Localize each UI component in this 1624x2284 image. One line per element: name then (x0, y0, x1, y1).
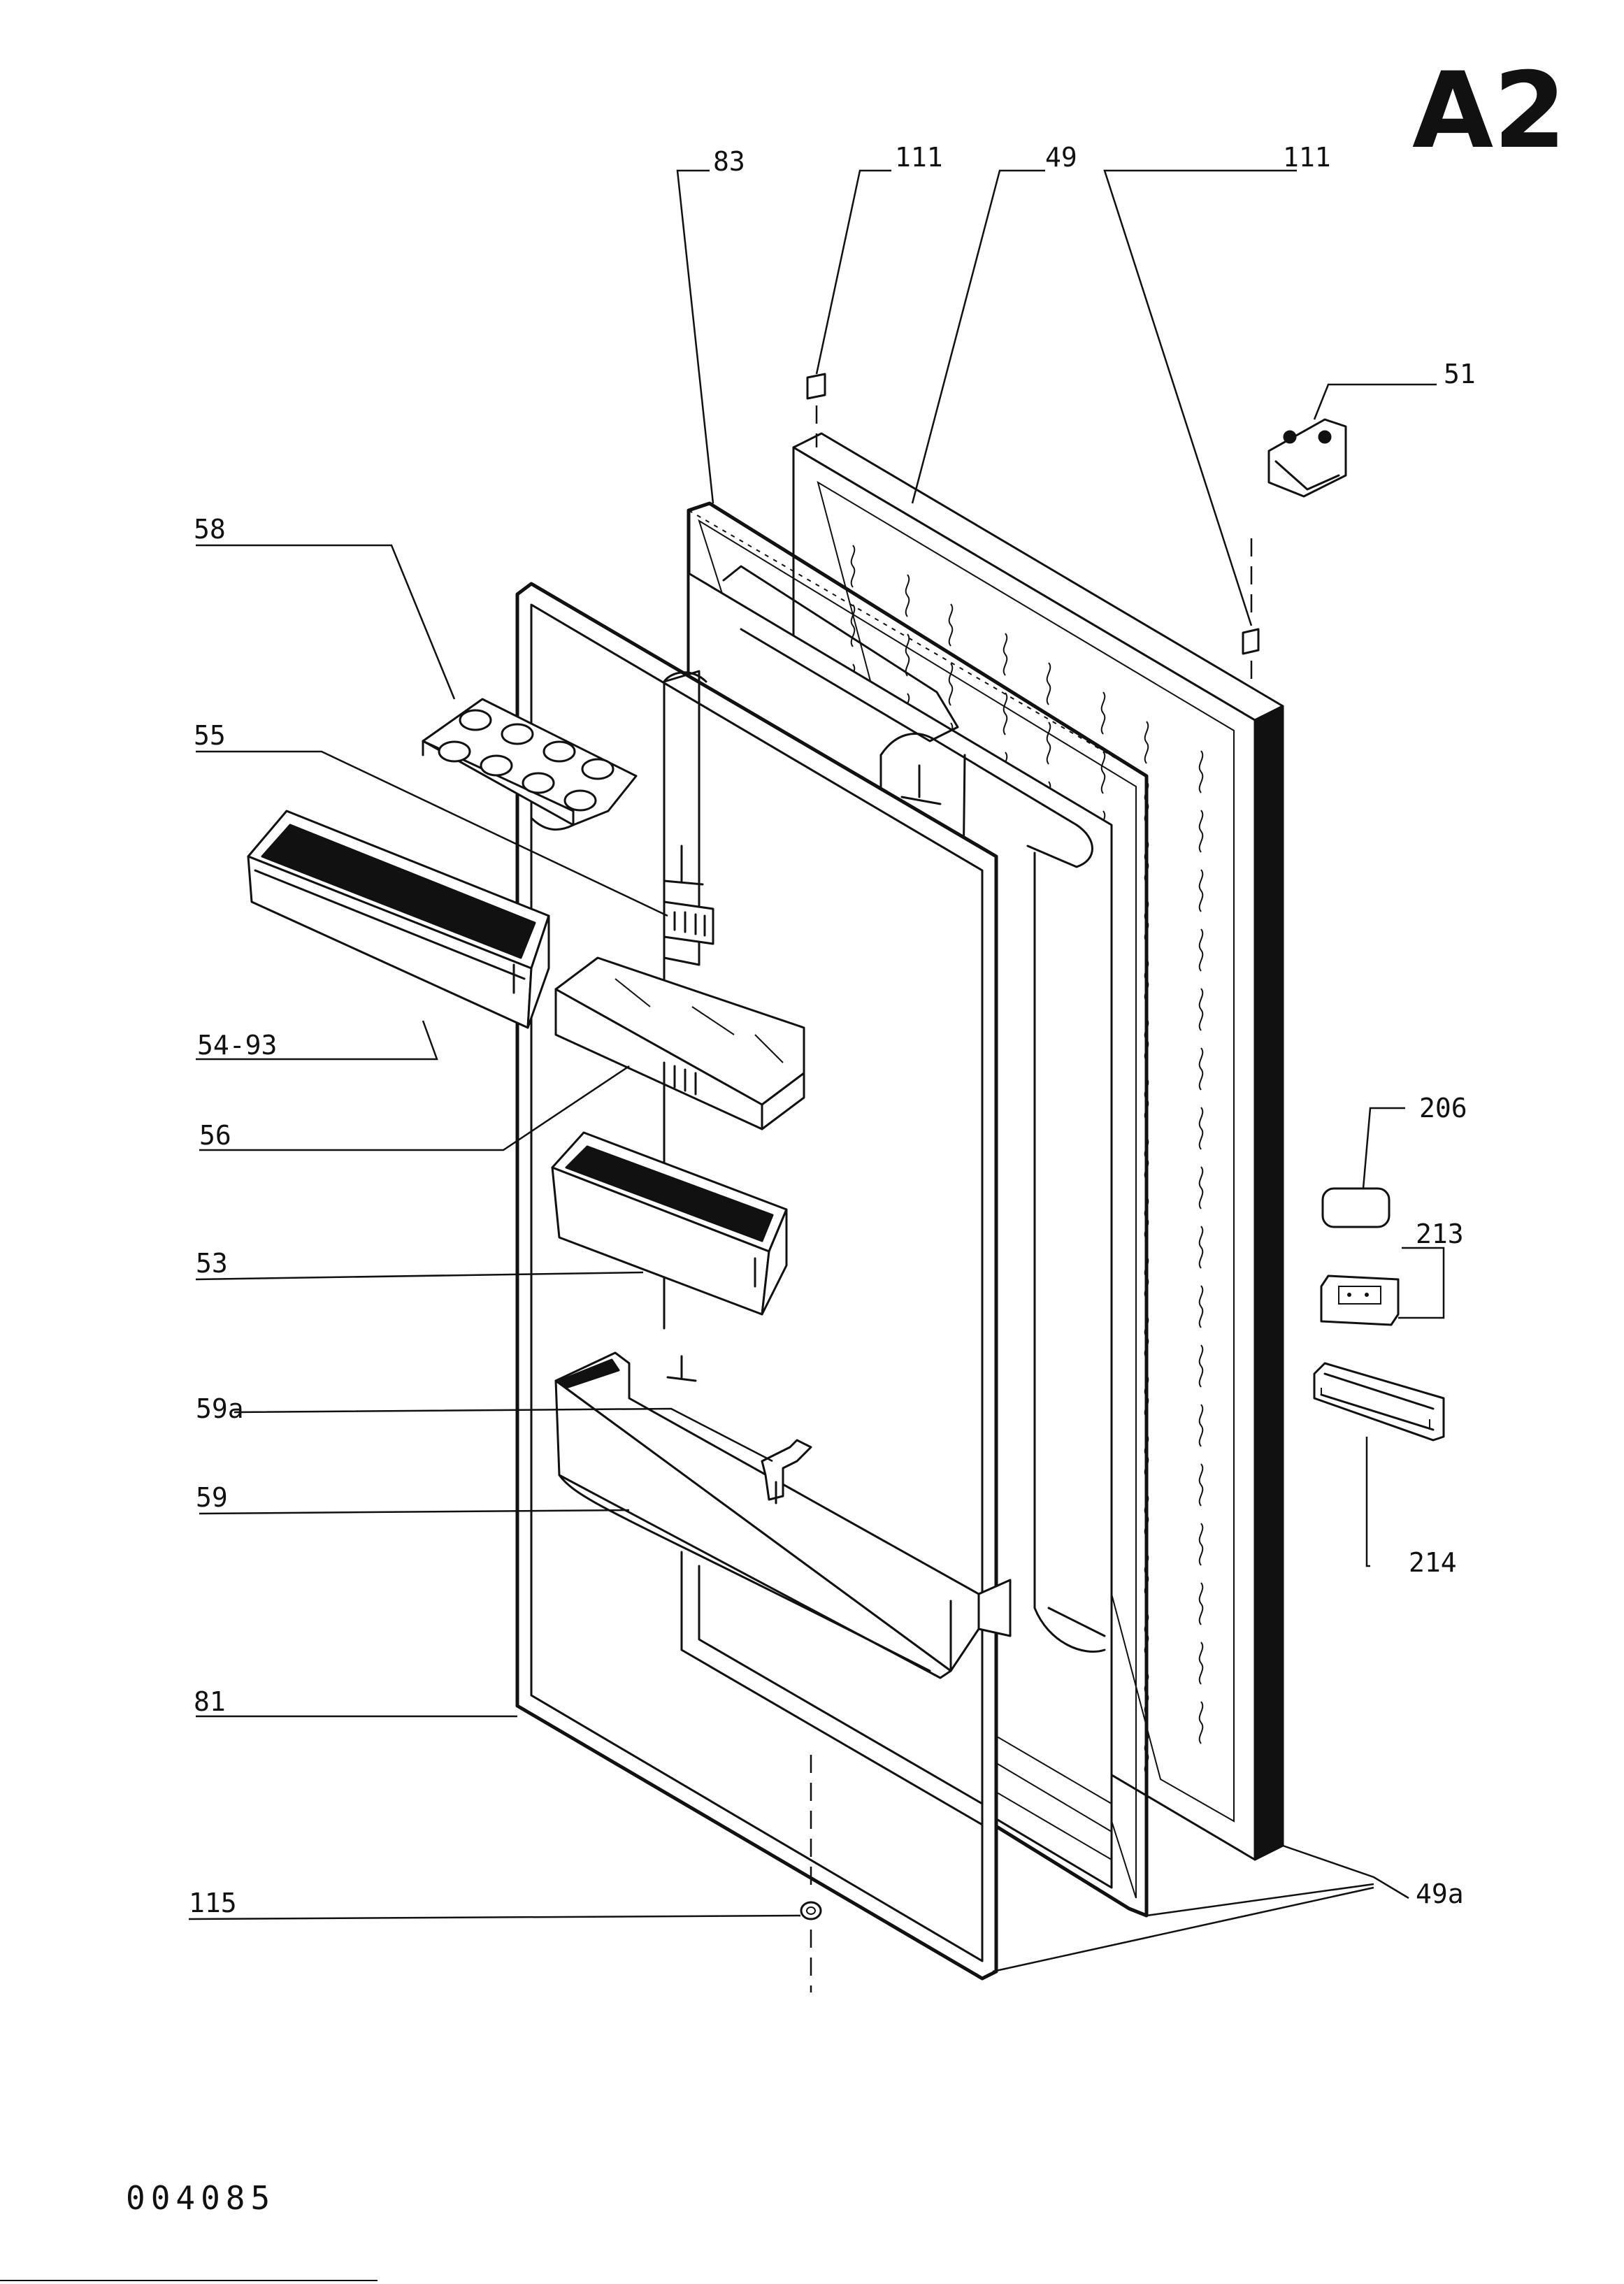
egg-holes (438, 709, 615, 812)
document-number: 004085 (126, 2179, 275, 2217)
insulation-squiggle (1198, 1344, 1204, 1388)
screw-top-left (806, 373, 826, 447)
insulation-squiggle (905, 574, 910, 617)
label-213: 213 (1416, 1219, 1464, 1249)
insulation-squiggle (1198, 1582, 1204, 1625)
bottle-shelf (247, 810, 550, 1029)
insulation-squiggle (1198, 1107, 1204, 1150)
insulation-squiggle (1198, 750, 1204, 793)
insulation-squiggle (1198, 1701, 1204, 1744)
label-49a: 49a (1416, 1879, 1464, 1909)
label-111-left: 111 (895, 142, 943, 173)
insulation-squiggle (1198, 1404, 1204, 1447)
label-54-93: 54-93 (197, 1030, 277, 1061)
insulation-squiggle (1046, 721, 1051, 765)
insulation-squiggle (1198, 1463, 1204, 1507)
label-81: 81 (194, 1686, 226, 1717)
screw-top-right (1242, 538, 1260, 685)
insulation-squiggle (1100, 691, 1106, 735)
sheet-label: A2 (1412, 50, 1566, 172)
insulation-squiggle (905, 633, 910, 677)
insulation-squiggle (1100, 751, 1106, 794)
label-49: 49 (1045, 142, 1077, 173)
insulation-squiggle (1144, 721, 1149, 764)
insulation-squiggle (1198, 1047, 1204, 1091)
label-206: 206 (1419, 1093, 1467, 1123)
hinge-cover (1267, 418, 1347, 498)
label-51: 51 (1444, 359, 1476, 389)
small-door-bin (551, 1131, 788, 1316)
egg-hole (522, 772, 555, 794)
egg-hole (480, 754, 513, 777)
label-55: 55 (194, 720, 226, 751)
insulation-squiggle (850, 604, 856, 647)
insulation-squiggle (1003, 692, 1008, 735)
egg-hole (459, 709, 492, 731)
egg-hole (563, 789, 597, 812)
lens-cover (1321, 1187, 1391, 1228)
insulation-squiggle (1046, 662, 1051, 705)
label-59: 59 (196, 1482, 228, 1513)
insulation-squiggle (1198, 1166, 1204, 1209)
insulation-squiggle (1198, 1523, 1204, 1566)
label-56: 56 (199, 1120, 231, 1151)
egg-hole (542, 740, 576, 763)
dairy-compartment (554, 956, 805, 1130)
insulation-squiggle (1198, 928, 1204, 972)
label-53: 53 (196, 1248, 228, 1279)
insulation-squiggle (1198, 810, 1204, 853)
insulation-squiggle (1198, 988, 1204, 1031)
leader-lines (188, 169, 1445, 1973)
insulation-squiggle (850, 545, 856, 588)
label-83: 83 (713, 146, 745, 177)
insulation-squiggle (1003, 633, 1008, 676)
insulation-squiggle (1198, 869, 1204, 912)
insulation-squiggle (948, 603, 954, 647)
insulation-squiggle (1198, 1285, 1204, 1328)
label-58: 58 (194, 514, 226, 545)
insulation-squiggle (1198, 1226, 1204, 1269)
egg-hole (501, 723, 534, 745)
label-59a: 59a (196, 1393, 244, 1424)
label-214: 214 (1409, 1547, 1457, 1578)
egg-hole (581, 758, 615, 780)
egg-hole (438, 740, 471, 763)
egg-tray (422, 698, 638, 831)
butter-dish (663, 900, 714, 945)
insulation-squiggle (948, 663, 954, 706)
bottom-door-shelf (554, 1351, 1012, 1679)
bottom-bush (800, 1755, 822, 1992)
label-111-right: 111 (1283, 142, 1331, 173)
door-handle-strip (1313, 1362, 1445, 1442)
control-panel-cover (1320, 1274, 1400, 1326)
insulation-squiggle (1198, 1642, 1204, 1685)
shelf-clip (761, 1439, 812, 1504)
label-115: 115 (189, 1888, 237, 1918)
